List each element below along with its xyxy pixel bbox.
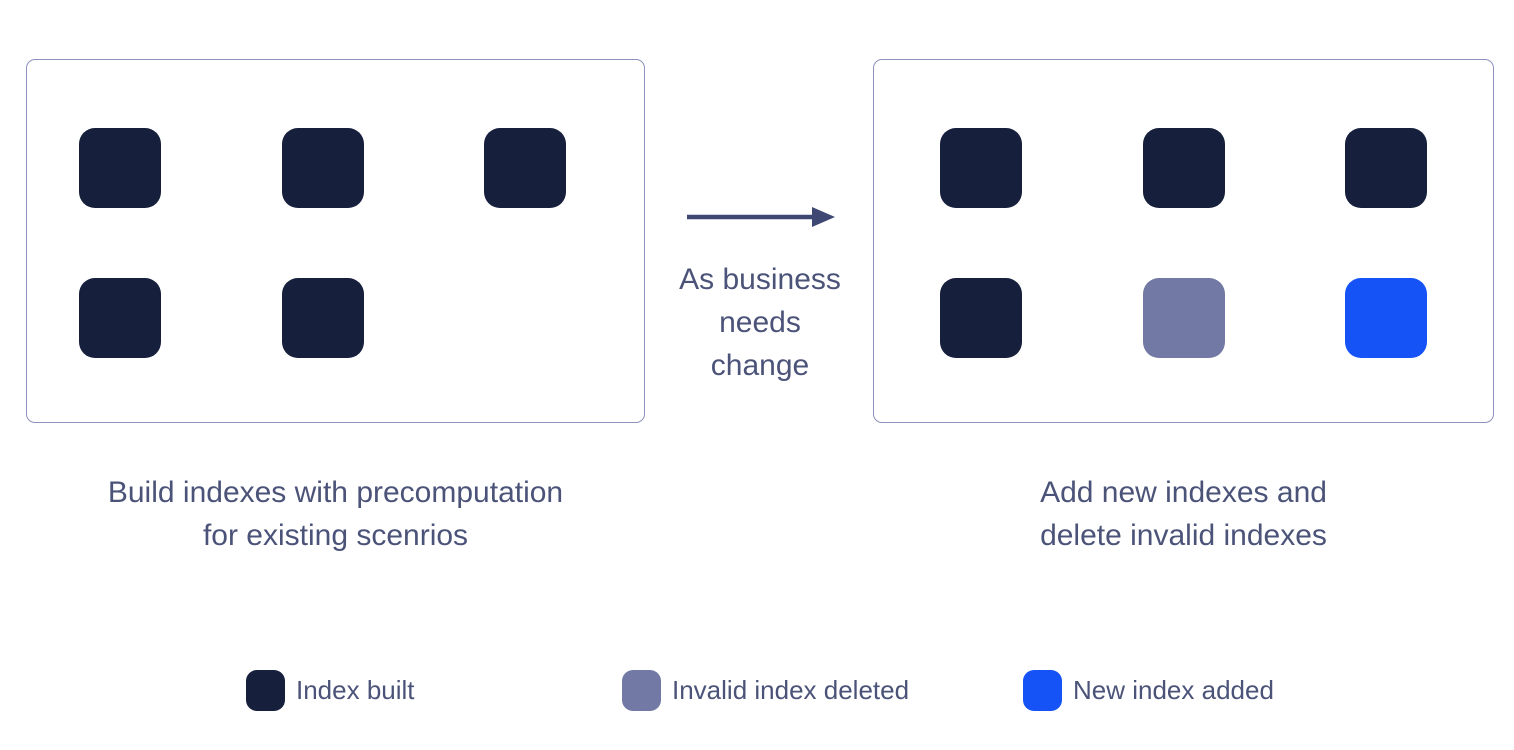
legend-swatch-deleted <box>622 670 661 711</box>
legend-label: New index added <box>1073 675 1274 705</box>
left-panel-caption: Build indexes with precomputation for ex… <box>107 476 564 552</box>
index-square-built <box>79 128 161 208</box>
index-square-built <box>484 128 566 208</box>
index-square-built <box>1143 128 1225 208</box>
index-square-added <box>1345 278 1427 358</box>
legend-item-built: Index built <box>246 670 415 711</box>
transition-label: As business needs change <box>679 263 841 382</box>
right-panel-caption: Add new indexes and delete invalid index… <box>1040 476 1327 552</box>
index-square-built <box>282 128 364 208</box>
updated-indexes-panel <box>873 59 1494 423</box>
legend-item-deleted: Invalid index deleted <box>622 670 909 711</box>
transition-arrow <box>686 203 836 231</box>
index-square-built <box>1345 128 1427 208</box>
index-square-built <box>940 278 1022 358</box>
index-square-built <box>79 278 161 358</box>
index-square-deleted <box>1143 278 1225 358</box>
legend-label: Index built <box>296 675 415 705</box>
existing-indexes-panel <box>26 59 645 423</box>
legend-label: Invalid index deleted <box>672 675 910 705</box>
legend-item-added: New index added <box>1023 670 1274 711</box>
index-square-built <box>940 128 1022 208</box>
legend-swatch-added <box>1023 670 1062 711</box>
arrow-right-icon <box>687 207 835 227</box>
index-square-built <box>282 278 364 358</box>
legend-swatch-built <box>246 670 285 711</box>
